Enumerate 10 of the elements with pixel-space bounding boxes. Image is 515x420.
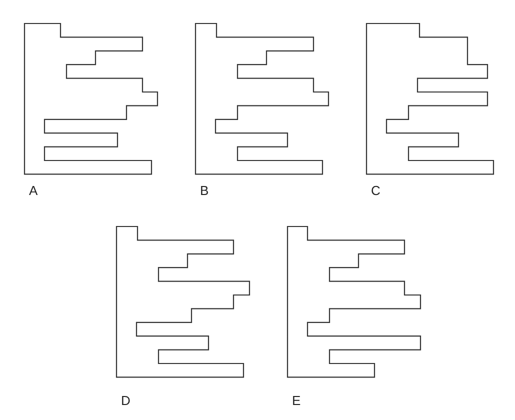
- figure-letter: A: [29, 184, 38, 197]
- stepped-outline-figure: [116, 226, 250, 378]
- figure-letter: C: [371, 184, 380, 197]
- figure-letter: B: [200, 184, 209, 197]
- stepped-outline-figure: [366, 22, 494, 174]
- figure-letter: E: [292, 394, 301, 407]
- stepped-outline-figure: [286, 226, 420, 378]
- stepped-outline-figure: [24, 22, 158, 174]
- stepped-outline-figure: [194, 22, 328, 174]
- figure-letter: D: [121, 394, 130, 407]
